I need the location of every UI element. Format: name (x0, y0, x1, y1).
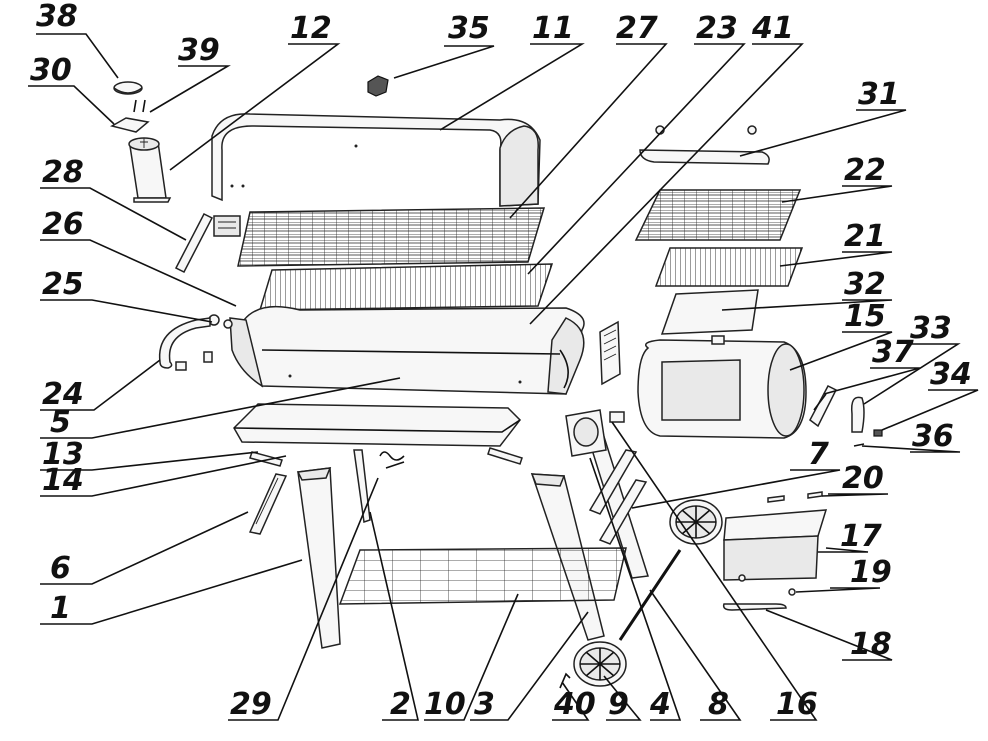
label-part-28: 28 (42, 155, 84, 190)
part-5-front-shelf (233, 403, 521, 447)
part-9-wheel-front (573, 641, 627, 687)
part-28-handle (174, 212, 241, 274)
part-41-main-body (229, 305, 585, 395)
label-part-31: 31 (858, 77, 900, 112)
part-2-hook (379, 451, 405, 469)
label-part-7: 7 (808, 437, 829, 472)
part-8-axle (618, 549, 682, 641)
label-part-8: 8 (708, 687, 729, 722)
label-part-35: 35 (448, 11, 490, 46)
label-part-9: 9 (608, 687, 629, 722)
label-part-38: 38 (36, 0, 78, 34)
label-part-32: 32 (844, 267, 886, 302)
label-part-14: 14 (42, 463, 84, 498)
label-part-24: 24 (42, 377, 84, 412)
label-part-36: 36 (912, 419, 954, 454)
part-33-vent-cover (850, 396, 865, 433)
label-part-30: 30 (30, 53, 72, 88)
label-part-18: 18 (850, 627, 892, 662)
part-17-firebox-shelf (723, 509, 828, 581)
part-32-ash-pan (660, 289, 759, 335)
part-15-firebox (637, 335, 807, 439)
part-side-vent (599, 320, 621, 386)
label-part-20: 20 (842, 461, 884, 496)
label-part-21: 21 (844, 219, 886, 254)
label-part-17: 17 (840, 519, 882, 554)
label-part-34: 34 (930, 357, 972, 392)
label-part-4: 4 (650, 687, 671, 722)
label-part-13: 13 (42, 437, 84, 472)
part-11-main-lid (211, 113, 541, 207)
part-21-charcoal-grate (654, 247, 804, 287)
label-part-16: 16 (776, 687, 818, 722)
part-35-knob (367, 75, 389, 97)
label-part-22: 22 (844, 153, 886, 188)
part-39-bolts (133, 99, 146, 113)
label-part-29: 29 (230, 687, 272, 722)
label-part-12: 12 (290, 11, 332, 46)
part-34-knob (873, 429, 883, 437)
part-38-stack-cap (113, 81, 143, 95)
part-22-firebox-grate (634, 189, 802, 241)
part-25-bolt (208, 314, 233, 329)
label-part-40: 40 (554, 687, 596, 722)
label-part-33: 33 (910, 311, 952, 346)
part-6-brace (248, 473, 288, 535)
label-part-39: 39 (178, 33, 220, 68)
leader-lines (28, 33, 979, 721)
label-part-11: 11 (532, 11, 574, 46)
part-10-bottom-shelf (338, 547, 627, 605)
part-27-cooking-grate (237, 207, 546, 267)
label-part-41: 41 (752, 11, 794, 46)
label-part-3: 3 (474, 687, 495, 722)
part-16-adapter-plate (565, 409, 625, 457)
part-1-leg (296, 449, 371, 649)
label-part-10: 10 (424, 687, 466, 722)
label-part-19: 19 (850, 555, 892, 590)
part-12-smoke-stack (128, 137, 172, 203)
part-18-shelf-handle (722, 603, 787, 611)
part-small-bracket (203, 351, 213, 363)
part-13-bracket (249, 447, 523, 467)
label-part-5: 5 (50, 405, 71, 440)
part-36-pin (853, 443, 865, 447)
label-part-6: 6 (50, 551, 71, 586)
label-part-15: 15 (844, 299, 886, 334)
part-20-bracket (767, 491, 823, 503)
part-23-charcoal-grate (258, 263, 554, 311)
part-30-damper (110, 117, 150, 133)
label-part-37: 37 (872, 335, 914, 370)
label-part-1: 1 (50, 591, 71, 626)
label-part-25: 25 (42, 267, 84, 302)
part-24-side-handle (158, 317, 211, 371)
part-19-nut (738, 574, 796, 596)
part-9-wheel-rear (669, 499, 723, 545)
label-part-26: 26 (42, 207, 84, 242)
part-7-brace (588, 449, 648, 545)
label-part-2: 2 (390, 687, 411, 722)
label-part-27: 27 (616, 11, 658, 46)
label-part-23: 23 (696, 11, 738, 46)
